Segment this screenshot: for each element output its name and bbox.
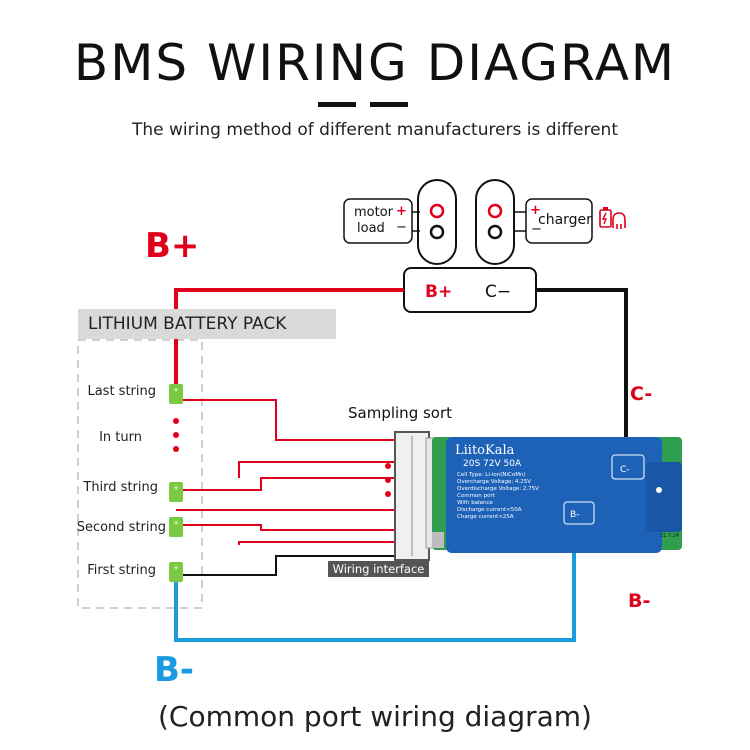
battery-charge-icon — [599, 207, 612, 228]
svg-text:+: + — [173, 519, 179, 527]
board-spec: Overdischarge Voltage: 2.75V — [457, 486, 539, 492]
footer-caption: (Common port wiring diagram) — [158, 700, 592, 733]
output-connector — [343, 179, 593, 313]
svg-text:+: + — [173, 484, 179, 492]
charger-plus-sign: + — [530, 203, 541, 218]
bplus-label: B+ — [145, 226, 200, 266]
charger-label: charger — [538, 212, 592, 228]
bplus-wire — [174, 288, 404, 392]
cell-first-string: + — [169, 562, 183, 582]
page-title: BMS WIRING DIAGRAM — [73, 34, 677, 92]
cell-third-string: + — [169, 482, 183, 502]
board-spec: Discharge current<50A — [457, 507, 522, 513]
board-spec: Overcharge Voltage: 4.25V — [457, 479, 532, 485]
title-underbar-right — [370, 102, 408, 107]
svg-text:+: + — [173, 386, 179, 394]
motor-label: motor — [354, 205, 394, 220]
cell-label: In turn — [99, 430, 142, 445]
cminus-wire — [536, 288, 628, 448]
sampling-sort-label: Sampling sort — [348, 404, 453, 422]
cell-label: Third string — [83, 480, 158, 495]
port-bplus-label: B+ — [425, 282, 453, 302]
cell-last-string: + — [169, 384, 183, 404]
bminus-label: B- — [154, 650, 195, 690]
board-spec: Common port — [457, 493, 495, 499]
battery-pack-title: LITHIUM BATTERY PACK — [78, 309, 336, 339]
cell-label: Last string — [87, 384, 156, 399]
wiring-interface-label: Wiring interface — [328, 561, 429, 577]
bminus-right-label: B- — [628, 590, 651, 612]
cminus-label: C- — [630, 383, 653, 405]
battery-pack-box — [77, 339, 203, 609]
sampling-wires — [176, 399, 397, 576]
cell-second-string: + — [169, 517, 183, 537]
cell-label: First string — [87, 563, 156, 578]
cell-label: Second string — [76, 520, 166, 535]
port-cminus-label: C− — [485, 282, 512, 302]
board-cminus-label: C- — [620, 465, 630, 475]
title-underbar-left — [318, 102, 356, 107]
charger-minus-sign: − — [531, 222, 542, 237]
svg-text:+: + — [173, 564, 179, 572]
plug-icon — [612, 212, 626, 229]
bminus-wire — [174, 548, 576, 642]
board-code: 21.7.24 — [660, 533, 680, 539]
board-bminus-label: B- — [570, 510, 580, 520]
board-model: 20S 72V 50A — [463, 459, 522, 469]
board-spec: Cell Type: Li-ion(NiCoMn) — [457, 472, 526, 478]
board-spec: Charge current<25A — [457, 514, 514, 520]
subtitle: The wiring method of different manufactu… — [131, 120, 618, 140]
load-label: load — [357, 221, 385, 236]
motor-plus-sign: + — [396, 204, 407, 219]
motor-minus-sign: − — [396, 220, 407, 235]
board-brand: LiitoKala — [455, 443, 515, 458]
bms-board — [432, 437, 682, 553]
board-spec: With balance — [457, 500, 493, 506]
in-turn-dots — [173, 418, 391, 497]
